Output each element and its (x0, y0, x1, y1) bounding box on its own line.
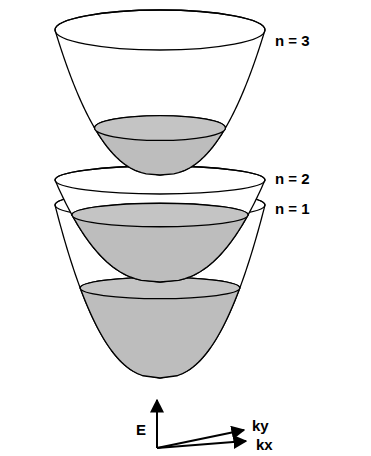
subband-label: n = 1 (275, 201, 310, 216)
subband-paraboloid (55, 166, 265, 282)
paraboloid-body (55, 166, 265, 282)
fermi-level (95, 116, 226, 141)
filled-states (80, 277, 240, 378)
paraboloid-body (55, 191, 265, 378)
axis-label: kx (256, 437, 273, 452)
axis-label: E (136, 422, 146, 437)
subband-paraboloid (55, 191, 265, 378)
fermi-level (72, 203, 248, 226)
rim (55, 10, 265, 50)
axis-label: ky (252, 418, 269, 433)
filled-states (72, 203, 248, 282)
subband-label: n = 3 (275, 33, 310, 48)
subband-paraboloid (55, 10, 265, 175)
axes (157, 400, 246, 448)
kx-axis (157, 441, 246, 448)
energy-axis (156, 400, 158, 448)
paraboloids (55, 10, 265, 378)
subband-label: n = 2 (275, 171, 310, 186)
paraboloid-body (55, 10, 265, 175)
filled-states (95, 116, 226, 175)
